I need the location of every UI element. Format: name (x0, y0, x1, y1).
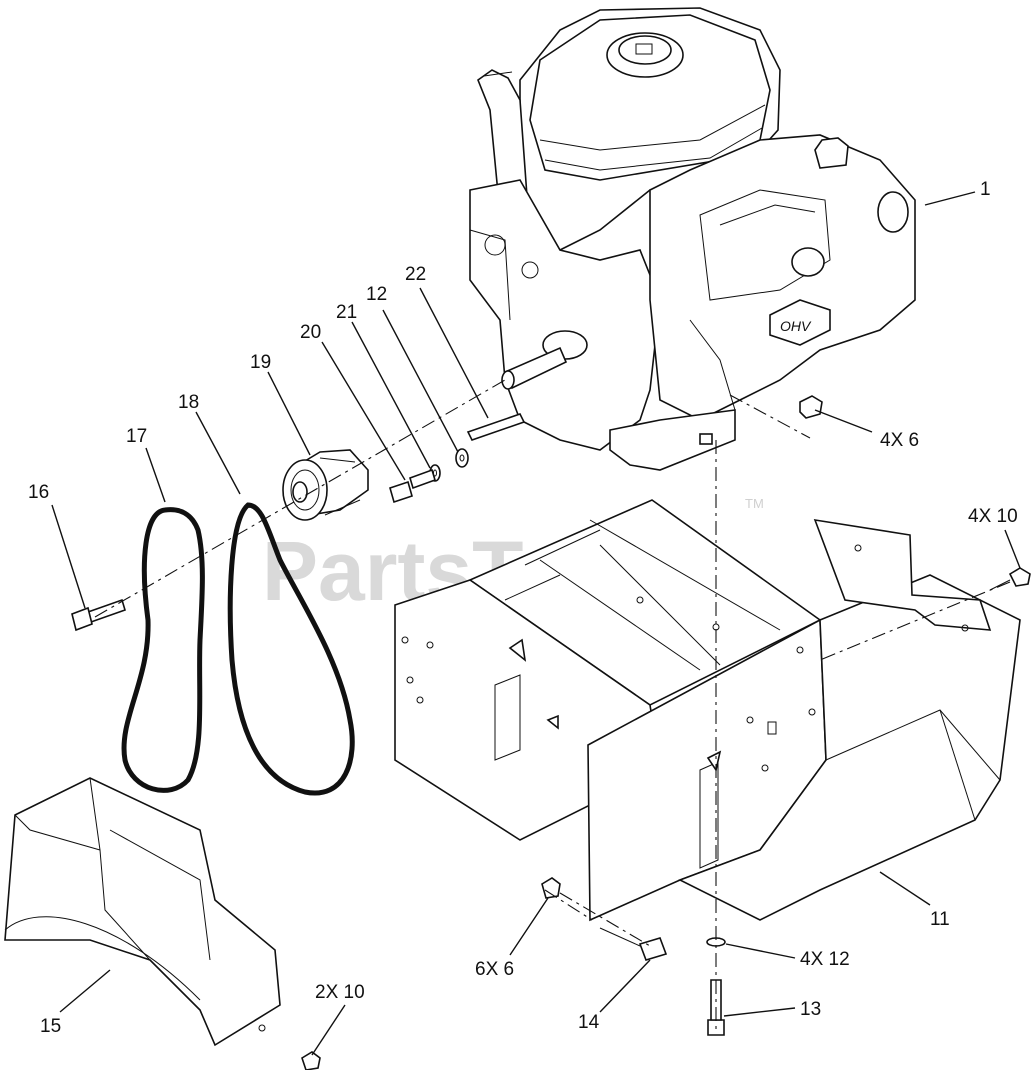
callout-labels: 1 4X 6 4X 10 22 12 21 20 19 18 17 16 11 … (28, 179, 1018, 1037)
part-22-key[interactable] (466, 413, 526, 441)
callout-18[interactable]: 18 (178, 392, 199, 413)
part-4x10-bolt[interactable] (989, 567, 1031, 591)
callout-1[interactable]: 1 (980, 179, 991, 200)
part-14-bolt[interactable] (599, 927, 668, 961)
callout-4x6[interactable]: 4X 6 (880, 430, 919, 451)
callout-15[interactable]: 15 (40, 1016, 61, 1037)
callout-12[interactable]: 12 (366, 284, 387, 305)
callout-19[interactable]: 19 (250, 352, 271, 373)
callout-2x10[interactable]: 2X 10 (315, 982, 365, 1003)
callout-11[interactable]: 11 (930, 909, 950, 930)
assembly-centerlines (94, 379, 1011, 1030)
callout-13[interactable]: 13 (800, 999, 821, 1020)
part-2x10-nut[interactable] (301, 1051, 321, 1070)
engine-badge: OHV (780, 318, 812, 334)
callout-17[interactable]: 17 (126, 426, 147, 447)
part-19-pulley[interactable] (282, 449, 369, 521)
part-12-washer[interactable] (455, 448, 469, 468)
leader-lines (51, 191, 1021, 1056)
part-6x6-nut[interactable] (541, 877, 561, 899)
callout-4x12[interactable]: 4X 12 (800, 949, 850, 970)
part-15-belt-cover[interactable] (4, 777, 281, 1047)
callout-20[interactable]: 20 (300, 322, 321, 343)
callout-21[interactable]: 21 (336, 302, 357, 323)
part-20-bolt[interactable] (389, 468, 436, 504)
engine[interactable]: OHV (469, 7, 916, 471)
callout-6x6[interactable]: 6X 6 (475, 959, 514, 980)
callout-16[interactable]: 16 (28, 482, 49, 503)
watermark-trademark: TM (745, 496, 764, 511)
part-17-belt[interactable] (121, 507, 205, 793)
callout-22[interactable]: 22 (405, 264, 426, 285)
part-16-bolt[interactable] (71, 598, 126, 632)
callout-14[interactable]: 14 (578, 1012, 600, 1033)
callout-4x10[interactable]: 4X 10 (968, 506, 1018, 527)
frame-plates[interactable] (394, 499, 1021, 922)
part-4x6-nut[interactable] (799, 395, 823, 419)
